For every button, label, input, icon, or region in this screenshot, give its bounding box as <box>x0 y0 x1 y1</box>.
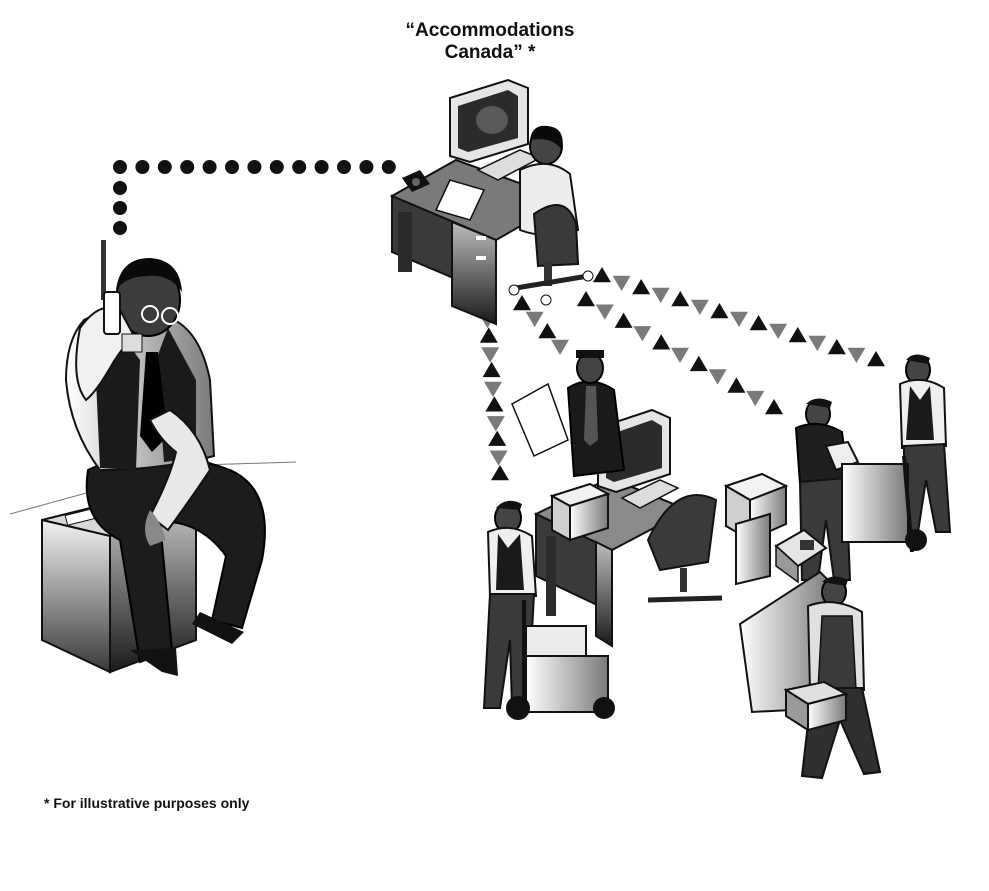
connection-triangle <box>690 299 709 315</box>
connection-dot <box>269 160 284 174</box>
connection-triangle <box>486 416 505 432</box>
connection-triangle <box>651 287 670 303</box>
title-line-1: “Accommodations <box>405 20 575 41</box>
connection-dot <box>292 160 307 174</box>
connection-dot <box>359 160 374 174</box>
connection-triangle <box>730 311 748 327</box>
connection-dot <box>135 160 150 174</box>
service-providers <box>482 350 952 780</box>
connection-dot <box>381 160 396 174</box>
connection-triangle <box>551 339 569 355</box>
connection-triangle <box>577 291 595 307</box>
diagram-title: “Accommodations Canada” * <box>360 20 620 64</box>
connection-dot <box>157 160 172 174</box>
connection-triangle <box>867 351 885 367</box>
connection-triangle <box>481 347 500 363</box>
connection-triangle <box>538 323 557 339</box>
connection-triangle <box>727 377 746 393</box>
toolbox-icon <box>783 680 849 732</box>
connection-triangle <box>749 315 768 331</box>
connection-triangle <box>614 312 633 328</box>
footnote: * For illustrative purposes only <box>44 795 250 811</box>
connection-triangle <box>671 291 690 307</box>
triangle-connections <box>477 267 885 481</box>
connection-dot <box>113 201 127 215</box>
caller-figure <box>9 240 297 676</box>
connection-dot <box>113 221 127 235</box>
connection-dot <box>180 160 195 174</box>
connection-dot <box>314 160 329 174</box>
connection-triangle <box>485 396 504 412</box>
phone-icon <box>103 291 121 335</box>
connection-dot <box>225 160 239 174</box>
connection-triangle <box>612 275 631 291</box>
delivery-woman-figure-left <box>482 500 615 720</box>
connection-triangle <box>482 361 501 378</box>
dotted-connection <box>113 160 396 235</box>
repair-worker-figure <box>783 576 882 780</box>
businessman-figure <box>511 350 626 478</box>
connection-triangle <box>827 339 846 355</box>
connection-triangle <box>633 326 652 342</box>
connection-triangle <box>479 327 498 343</box>
connection-triangle <box>765 399 783 415</box>
connection-triangle <box>808 335 827 351</box>
connection-triangle <box>632 279 651 295</box>
connection-triangle <box>746 390 765 407</box>
connection-triangle <box>708 369 727 385</box>
connection-dot <box>113 181 127 195</box>
agency-office <box>389 78 594 326</box>
title-line-2: Canada” * <box>444 42 536 63</box>
connection-dot <box>113 160 127 174</box>
delivery-woman-figure-right <box>841 354 952 553</box>
connection-triangle <box>710 303 729 319</box>
connection-triangle <box>488 430 507 446</box>
connection-dot <box>202 160 217 174</box>
connection-triangle <box>484 381 502 397</box>
connection-triangle <box>689 355 708 372</box>
connection-triangle <box>847 347 866 363</box>
connection-triangle <box>489 450 508 466</box>
connection-triangle <box>593 267 611 283</box>
connection-triangle <box>769 323 788 339</box>
connection-triangle <box>525 311 544 327</box>
connection-triangle <box>513 295 531 311</box>
connection-triangle <box>595 304 614 320</box>
computer-monitor-icon <box>449 78 529 164</box>
connection-triangle <box>491 465 509 481</box>
connection-triangle <box>671 347 689 363</box>
connection-triangle <box>788 327 807 343</box>
connection-dot <box>247 160 262 174</box>
connection-dot <box>337 160 351 174</box>
connection-triangle <box>652 334 671 350</box>
desk-phone-icon <box>402 170 430 192</box>
